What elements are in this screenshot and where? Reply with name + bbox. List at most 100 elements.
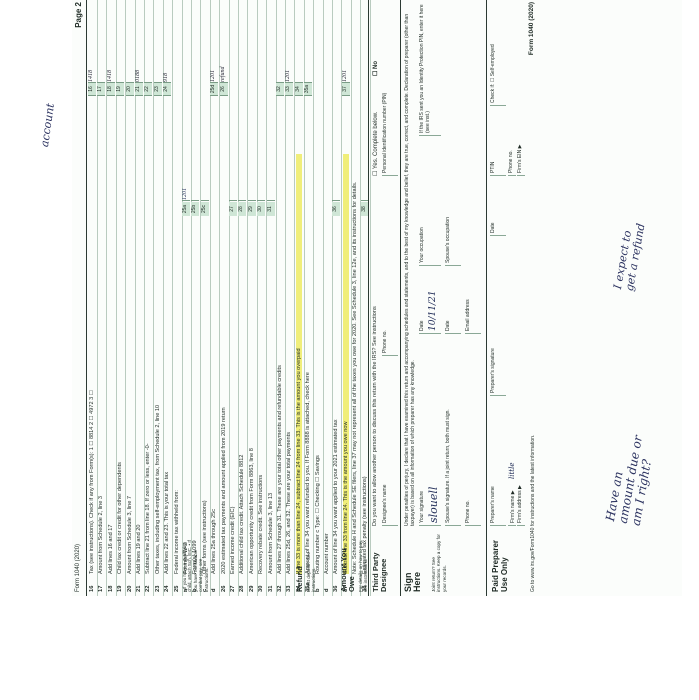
line-description: Add lines 19 and 20 [136,524,142,574]
sub-box-label: 27 [229,202,237,216]
sub-amount-field[interactable] [247,140,256,201]
handwritten-date: 10/11/21 [428,290,438,331]
ptin-field[interactable]: PTIN [490,113,506,176]
email-field[interactable]: Email address [465,143,481,334]
phone-field[interactable]: Phone no. [465,343,481,526]
line-description: Earned income credit (EIC) [230,506,236,574]
line-number: d [324,588,330,592]
line-description: Federal income tax withheld from: [173,490,180,574]
sub-amount-field[interactable] [332,140,341,201]
paid-preparer-block: Paid Preparer Use Only Preparer's name P… [486,0,527,596]
line-amount-field[interactable] [144,0,153,83]
line-number: 20 [126,585,133,592]
line-description: Amount of line 34 you want refunded to y… [305,372,312,574]
line-box-label: 21 [135,83,143,96]
line-description: Form(s) W-2 [183,542,189,574]
designee-name-field[interactable]: Designee's name [382,403,398,526]
line-amount-field[interactable]: 918 [163,0,172,83]
preparer-date-field[interactable]: Date [490,183,506,236]
line-amount-field[interactable]: 1201 [285,0,294,83]
spouse-date-field[interactable]: Date [445,271,461,334]
occupation-field[interactable]: Your occupation [419,143,441,266]
perjury-declaration: Under penalties of perjury, I declare th… [404,13,416,526]
sub-amount-field[interactable] [266,140,275,201]
firm-name-label: Firm's name ▶ [510,490,516,523]
preparer-signature-field[interactable]: Preparer's signature [490,243,506,396]
third-party-block: Third Party Designee Do you want to allo… [368,0,399,596]
line-box-label: 22 [144,83,153,96]
line-description: Estimated tax penalty (see instructions) [361,476,368,574]
line-description: Add lines 25a through 25c [211,509,218,574]
section-paid-preparer: Paid Preparer Use Only [491,539,509,592]
line-description: Amount from Schedule 3, line 7 [126,495,133,574]
line-number: 26 [220,585,227,592]
firm-address-field[interactable]: Firm's address ▶ [517,183,525,526]
line-amount-field[interactable]: 1418 [106,0,115,83]
line-description: Amount of line 34 you want applied to yo… [333,419,340,574]
sub-amount-field[interactable]: 1201 [182,140,190,201]
line-amount-field[interactable] [125,0,134,83]
line-description: Additional child tax credit. Attach Sche… [239,454,246,574]
line-amount-field[interactable]: refund [219,0,228,83]
line-description: Child tax credit or credit for other dep… [117,462,124,574]
firm-ein-field[interactable]: Firm's EIN ▶ [517,3,525,176]
line-description: Other taxes, including self-employment t… [154,404,161,574]
line-description: Add lines 27 through 31. These are your … [277,365,283,574]
line-amount-field[interactable]: 0188 [135,0,143,83]
line-number: 29 [248,585,255,592]
sign-date-field[interactable]: Date 10/11/21 [419,271,441,334]
line-amount-field[interactable]: 1418 [88,0,96,83]
line-description: Note: Schedule H and Schedule SE filers,… [352,181,359,574]
line-amount-field[interactable] [304,0,313,83]
line-description: Add lines 22 and 23. This is your total … [164,471,171,574]
designee-phone-field[interactable]: Phone no. [382,233,398,356]
line-number: 31 [267,585,274,592]
line-number: d [211,588,218,592]
line-number: 33 [286,585,293,592]
line-description: 2020 estimated tax payments and amount a… [220,407,227,574]
line-box-label: 16 [88,83,96,96]
line-number: 28 [239,585,246,592]
sign-date-label: Date [419,320,425,331]
form-header: Form 1040 (2020) Page 2 [72,0,87,596]
third-party-yes[interactable]: ☐ Yes. Complete below. [373,111,379,176]
line-amount-field[interactable]: 1201 [210,0,219,83]
line-box-label: 33 [285,83,294,96]
sub-amount-field[interactable] [229,140,237,201]
designee-pin-field[interactable]: Personal identification number (PIN) [382,3,398,176]
firm-phone-field[interactable]: Phone no. [508,3,516,176]
sub-box-label: 25b [191,202,200,216]
self-employed-check[interactable]: Check if: ☐ Self-employed [490,3,506,106]
line-number: 24 [164,585,171,592]
sub-box-label: 36 [332,202,341,216]
ip-pin-field[interactable]: If the IRS sent you an Identity Protecti… [419,3,441,136]
sub-box-label: 28 [238,202,247,216]
line-description: Amount from Schedule 2, line 3 [98,495,105,574]
spouse-occupation-field[interactable]: Spouse's occupation [445,143,461,266]
sign-here-block: Sign Here Joint return? See instructions… [400,0,483,596]
line-amount-field[interactable] [116,0,125,83]
spouse-signature-field[interactable]: Spouse's signature. If a joint return, b… [445,343,461,526]
sub-amount-field[interactable] [200,140,209,201]
line-description: Form(s) 1099 [192,540,199,574]
line-amount-field[interactable]: 1201 [341,0,350,83]
line-amount-field[interactable] [294,0,303,83]
line-description: Subtract line 21 from line 18. If zero o… [145,443,152,574]
line-description: Recovery rebate credit. See instructions [258,474,265,574]
line-amount-field[interactable] [276,0,284,83]
section-sign-here: Sign Here [403,571,422,592]
margin-note-left: account [38,102,58,148]
line-amount-field[interactable] [97,0,106,83]
sub-amount-field[interactable] [257,140,266,201]
line-box-label: 19 [116,83,125,96]
preparer-name-field[interactable]: Preparer's name [490,403,506,526]
firm-name-field[interactable]: Firm's name ▶ little [508,183,516,526]
line-box-label: 17 [97,83,106,96]
line-box-label: 18 [106,83,115,96]
sub-amount-field[interactable] [238,140,247,201]
line-amount-field[interactable] [153,0,162,83]
line-number: 21 [136,585,142,592]
sub-amount-field[interactable] [191,140,200,201]
third-party-no[interactable]: ☐ No [373,60,379,76]
your-signature-field[interactable]: Your signature slouell [419,343,441,526]
